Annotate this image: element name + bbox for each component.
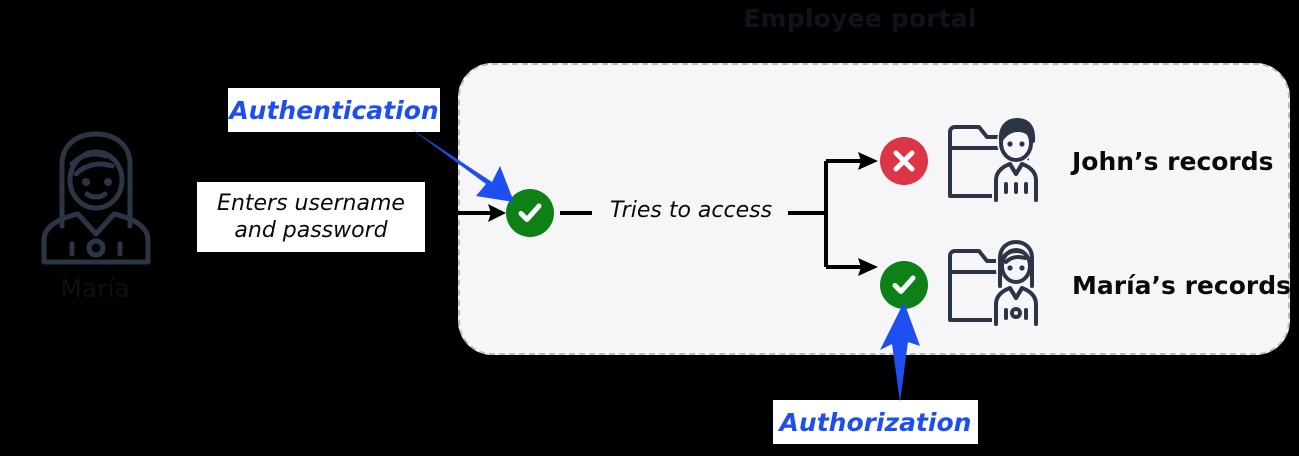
authentication-callout-box: Authentication (228, 88, 440, 132)
folder-person-male-icon (948, 118, 1040, 204)
deny-x-badge (880, 137, 928, 185)
auth-check-badge (506, 189, 554, 237)
authorization-callout-arrow (880, 302, 920, 402)
woman-avatar-icon (32, 128, 160, 268)
authentication-callout-arrow (410, 128, 514, 202)
record-row-maria: María’s records (946, 240, 1291, 328)
credentials-label-box: Enters username and password (197, 182, 425, 252)
credentials-label-text: Enters username and password (217, 190, 405, 244)
check-circle-icon (892, 275, 916, 294)
record-row-john: John’s records (946, 118, 1274, 204)
authentication-callout-text: Authentication (229, 95, 439, 125)
x-circle-icon (893, 150, 915, 172)
record-label-maria: María’s records (1072, 270, 1291, 300)
record-label-john: John’s records (1072, 146, 1274, 176)
access-attempt-label: Tries to access (609, 198, 773, 223)
employee-portal-panel (458, 63, 1290, 355)
page-title: Employee portal (743, 4, 977, 33)
check-circle-icon (518, 203, 542, 222)
authorization-callout-box: Authorization (773, 400, 978, 444)
arrow-credentials-to-auth (428, 204, 506, 222)
folder-person-female-icon (948, 240, 1040, 328)
actor-name-label: María (60, 274, 130, 303)
allow-check-badge (880, 261, 928, 309)
branch-connector (788, 152, 878, 276)
authorization-callout-text: Authorization (779, 407, 972, 437)
connector-auth-to-access (560, 211, 592, 215)
